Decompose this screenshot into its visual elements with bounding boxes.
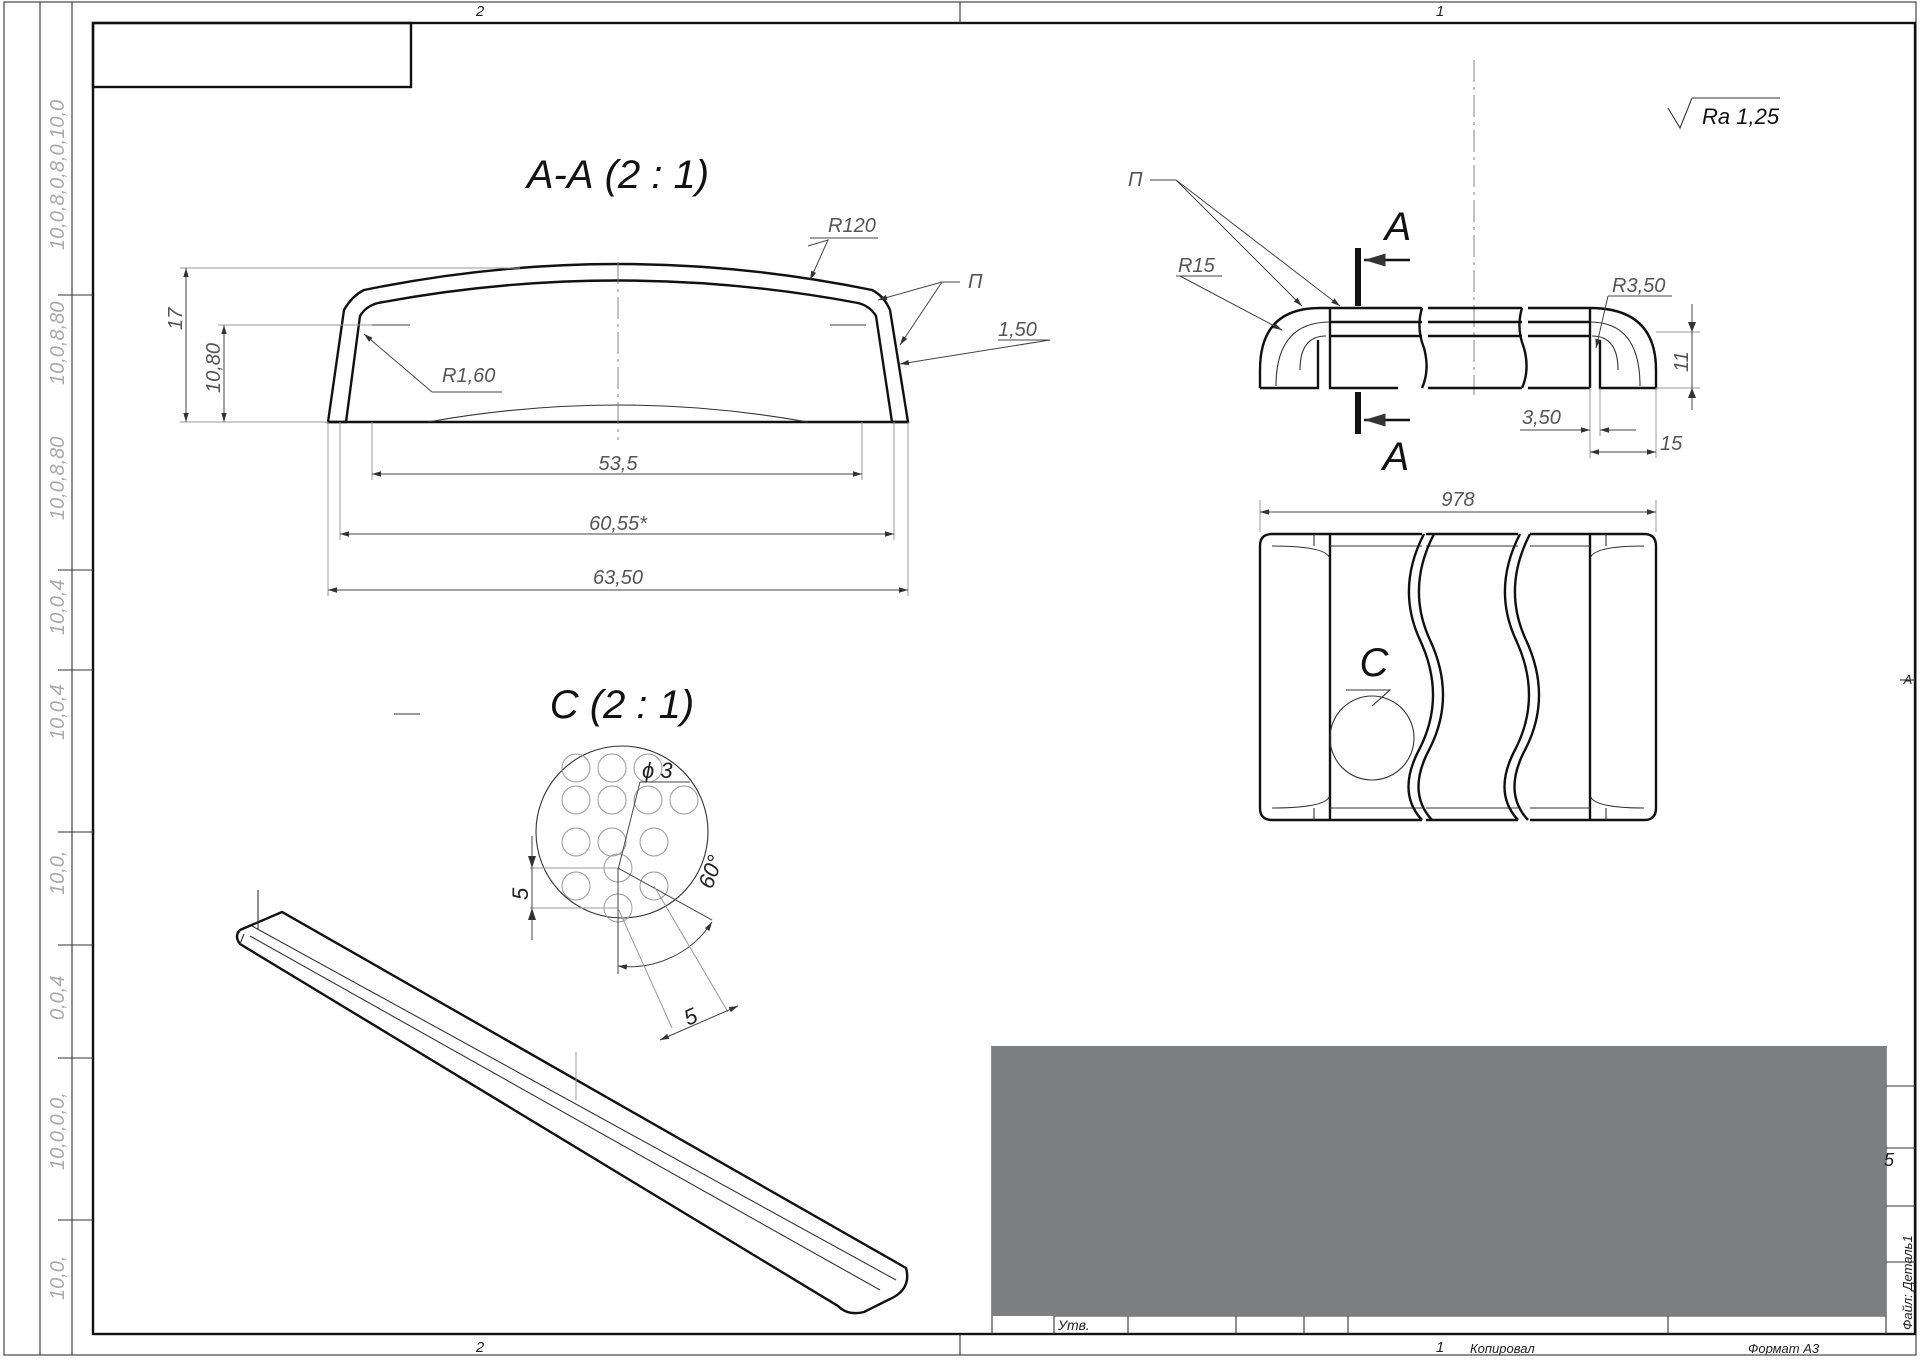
redacted-area: [992, 1046, 1886, 1316]
section-aa-title: А-А (2 : 1): [525, 153, 709, 197]
dim-length-978: 978: [1441, 489, 1474, 511]
dim-r15: R15: [1178, 255, 1216, 277]
margin-label-3: 10,0,8,80: [47, 437, 69, 520]
margin-label-9: 10,0,: [47, 1256, 69, 1300]
margin-label-2: 10,0,8,80: [47, 302, 69, 385]
title-block: 5 Утв. Копировал Формат А3 Файл: Деталь1: [991, 1046, 1915, 1356]
dim-height-17: 17: [165, 307, 187, 330]
margin-label-1: 10,0,8,0,8,0,10,0: [47, 100, 69, 250]
margin-label-6: 10,0,: [47, 851, 69, 895]
margin-labels: 10,0,8,0,8,0,10,0 10,0,8,80 10,0,8,80 10…: [47, 100, 69, 1300]
isometric-view: [235, 890, 909, 1315]
zone-top-right: 1: [1436, 3, 1444, 20]
format-label: Формат А3: [1748, 1341, 1820, 1356]
front-view: А А П R15 R3,50 11 3,50 15: [1128, 60, 1700, 479]
detail-c-mark: С: [1360, 641, 1390, 685]
title-block-fragment: 5: [1884, 1150, 1895, 1170]
cut-label-a-bottom: А: [1381, 435, 1410, 479]
dim-width-6055: 60,55*: [589, 513, 648, 535]
roughness-symbol: Ra 1,25: [1667, 97, 1780, 130]
zone-side: A: [1903, 672, 1913, 687]
zone-bottom-right: 1: [1436, 1339, 1444, 1356]
sheet-frame: [3, 1, 1917, 1356]
dim-p-aa: П: [968, 271, 983, 293]
dim-spacing-5a: 5: [508, 887, 533, 900]
dim-width-535: 53,5: [599, 453, 639, 475]
dim-r120: R120: [828, 215, 876, 237]
top-view: 978 С: [1258, 489, 1658, 822]
dim-diameter-3: ϕ 3: [642, 758, 673, 783]
cut-label-a-top: А: [1383, 205, 1412, 249]
roughness-label: Ra 1,25: [1702, 104, 1780, 129]
dim-angle-60: 60°: [693, 852, 728, 892]
copied-label: Копировал: [1470, 1341, 1535, 1356]
dim-height-11: 11: [1671, 351, 1693, 372]
approved-label: Утв.: [1057, 1317, 1090, 1333]
dim-width-6350: 63,50: [593, 567, 643, 589]
margin-label-4: 10,0,4: [47, 579, 69, 635]
dim-r350: R3,50: [1612, 275, 1665, 297]
dim-thickness-150: 1,50: [998, 319, 1037, 341]
detail-c: С (2 : 1) ϕ 3 5 60° 5: [508, 683, 739, 1041]
label-p-front: П: [1128, 169, 1143, 191]
dim-spacing-5b: 5: [680, 1002, 702, 1030]
zone-top-left: 2: [475, 3, 485, 20]
section-aa: А-А (2 : 1) 17 10,80 R120 П 1,50 R: [165, 153, 1051, 596]
perforation-holes: [561, 753, 699, 923]
dim-width-15: 15: [1660, 433, 1683, 455]
dim-height-1080: 10,80: [203, 343, 225, 393]
margin-label-8: 10,0,0,0,: [47, 1092, 69, 1170]
detail-c-title: С (2 : 1): [550, 683, 694, 727]
dim-width-350: 3,50: [1522, 407, 1561, 429]
margin-label-5: 10,0,4: [47, 684, 69, 740]
margin-label-7: 0,0,4: [47, 976, 69, 1020]
file-label: Файл: Деталь1: [1900, 1235, 1915, 1330]
dim-r160: R1,60: [442, 365, 495, 387]
zone-bottom-left: 2: [475, 1339, 485, 1356]
